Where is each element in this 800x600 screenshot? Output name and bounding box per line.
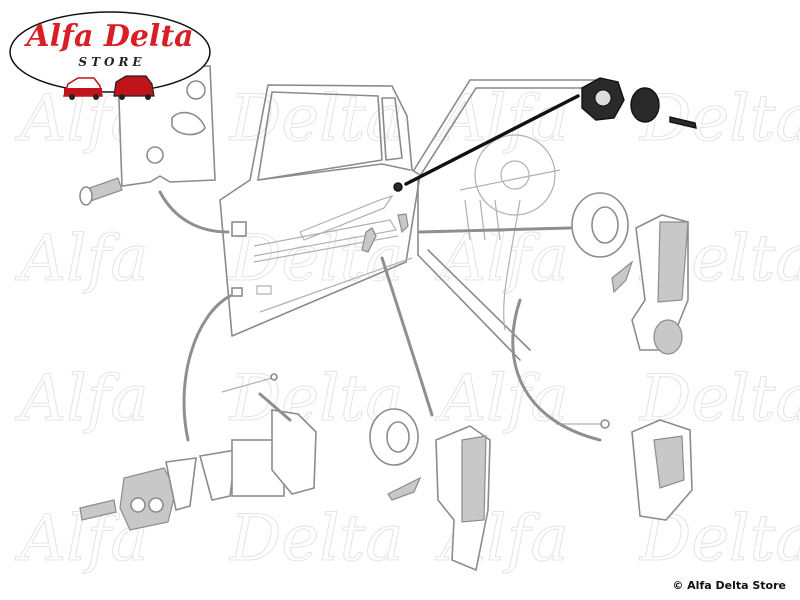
door-release-handle bbox=[369, 408, 491, 572]
watermark-text: Alfa bbox=[435, 362, 569, 436]
assembly-arrows bbox=[158, 94, 602, 442]
watermark-text: Alfa bbox=[435, 82, 569, 156]
logo-subtitle: STORE bbox=[78, 55, 145, 69]
watermark: Alfa Delta Alfa Delta Alfa Delta Alfa De… bbox=[15, 82, 800, 577]
watermark-text: Delta bbox=[639, 82, 800, 156]
logo-title: Alfa Delta bbox=[23, 19, 193, 54]
window-winder-handle bbox=[571, 192, 689, 355]
car-icon bbox=[113, 75, 155, 100]
watermark-text: Alfa bbox=[435, 222, 569, 296]
watermark-text: Alfa bbox=[15, 222, 149, 296]
car-icon bbox=[62, 77, 103, 100]
store-logo: Alfa Delta STORE bbox=[9, 11, 211, 100]
copyright-notice: © Alfa Delta Store bbox=[672, 579, 786, 592]
watermark-text: Alfa bbox=[15, 362, 149, 436]
watermark-text: Delta bbox=[229, 502, 404, 576]
window-winder-knob bbox=[581, 77, 697, 129]
striker-plate-assembly bbox=[79, 373, 317, 531]
door-check-bracket bbox=[556, 419, 693, 521]
door-illustration bbox=[219, 79, 601, 361]
